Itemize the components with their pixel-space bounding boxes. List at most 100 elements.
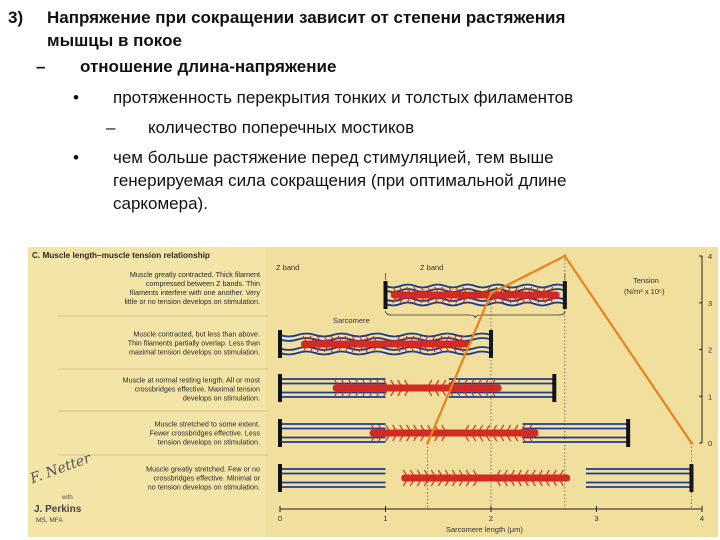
section-number: 3)	[8, 8, 24, 27]
row-3-caption-line: crossbridges effective. Maximal tension	[135, 385, 260, 394]
sub-bullet-text: количество поперечных мостиков	[148, 118, 415, 137]
crossbridge	[452, 346, 457, 353]
crossbridge	[545, 469, 550, 476]
crossbridge	[477, 379, 482, 386]
crossbridge	[427, 286, 432, 293]
crossbridge	[337, 346, 342, 353]
crossbridge	[531, 469, 536, 476]
crossbridge	[459, 346, 464, 353]
sarcomere-bracket	[385, 310, 566, 319]
crossbridge	[406, 435, 411, 442]
crossbridge	[365, 346, 370, 353]
sarcomere-row-4	[278, 419, 631, 447]
crossbridge	[316, 335, 321, 342]
crossbridge	[470, 379, 475, 386]
crossbridge	[463, 379, 468, 386]
crossbridge	[456, 379, 461, 386]
thin-filament	[279, 337, 492, 342]
z-band	[489, 330, 493, 358]
crossbridge	[399, 424, 404, 431]
crossbridge	[397, 379, 402, 386]
crossbridge	[507, 435, 512, 442]
crossbridge	[351, 346, 356, 353]
crossbridge	[493, 435, 498, 442]
dash-marker-2: –	[106, 118, 116, 137]
crossbridge	[510, 480, 515, 487]
crossbridge	[410, 335, 415, 342]
crossbridge	[420, 424, 425, 431]
crossbridge	[323, 346, 328, 353]
y-tick-label: 2	[708, 346, 712, 355]
crossbridge	[362, 379, 367, 386]
crossbridge	[358, 346, 363, 353]
crossbridge	[462, 297, 467, 304]
crossbridge	[451, 469, 456, 476]
crossbridge	[434, 297, 439, 304]
crossbridge	[341, 390, 346, 397]
crossbridge	[552, 480, 557, 487]
signature-perkins: J. Perkins	[34, 504, 82, 515]
crossbridge	[456, 390, 461, 397]
crossbridge	[465, 424, 470, 431]
crossbridge	[438, 346, 443, 353]
tension-point	[489, 291, 493, 295]
row-4-caption-line: Muscle stretched to some extent.	[155, 420, 260, 429]
crossbridge	[463, 390, 468, 397]
crossbridge	[424, 335, 429, 342]
crossbridge	[538, 480, 543, 487]
crossbridge	[514, 297, 519, 304]
crossbridge	[413, 286, 418, 293]
crossbridge	[472, 424, 477, 431]
crossbridge	[491, 379, 496, 386]
crossbridge	[477, 390, 482, 397]
bullet-text-2-line-3: саркомера).	[113, 194, 208, 213]
crossbridge	[445, 335, 450, 342]
crossbridge	[521, 424, 526, 431]
thick-filament	[301, 340, 470, 348]
row-5-caption-line: Muscle greatly stretched. Few or no	[146, 465, 260, 474]
crossbridge	[521, 435, 526, 442]
crossbridge	[348, 379, 353, 386]
crossbridge	[479, 435, 484, 442]
crossbridge	[341, 379, 346, 386]
crossbridge	[376, 390, 381, 397]
crossbridge	[472, 480, 477, 487]
crossbridge	[452, 335, 457, 342]
crossbridge	[542, 297, 547, 304]
crossbridge	[528, 297, 533, 304]
figure-title: C. Muscle length–muscle tension relation…	[32, 251, 210, 260]
thin-filament	[279, 346, 492, 351]
crossbridge	[392, 286, 397, 293]
crossbridge	[371, 424, 376, 431]
crossbridge	[337, 335, 342, 342]
crossbridge	[420, 297, 425, 304]
x-tick-label: 0	[278, 514, 282, 523]
bullet-marker: •	[73, 88, 79, 107]
crossbridge	[500, 297, 505, 304]
crossbridge	[438, 335, 443, 342]
crossbridge	[397, 390, 402, 397]
crossbridge	[517, 480, 522, 487]
crossbridge	[427, 297, 432, 304]
bullet-marker-2: •	[73, 148, 79, 167]
crossbridge	[413, 435, 418, 442]
crossbridge	[514, 424, 519, 431]
crossbridge	[434, 435, 439, 442]
crossbridge	[406, 286, 411, 293]
thin-filament	[385, 283, 566, 289]
heading-line-2: мышцы в покое	[47, 31, 182, 50]
crossbridge	[369, 379, 374, 386]
row-3-caption-line: Muscle at normal resting length. All or …	[123, 376, 260, 385]
crossbridge	[472, 435, 477, 442]
crossbridge	[535, 286, 540, 293]
y-tick-label: 1	[708, 392, 712, 401]
crossbridge	[358, 335, 363, 342]
tension-axis-label: Tension	[633, 276, 659, 285]
caption-panel	[28, 247, 266, 537]
crossbridge	[549, 297, 554, 304]
crossbridge	[416, 469, 421, 476]
z-band-left-label: Z band	[276, 263, 299, 272]
crossbridge	[493, 297, 498, 304]
crossbridge	[435, 390, 440, 397]
thin-filament	[279, 350, 492, 356]
